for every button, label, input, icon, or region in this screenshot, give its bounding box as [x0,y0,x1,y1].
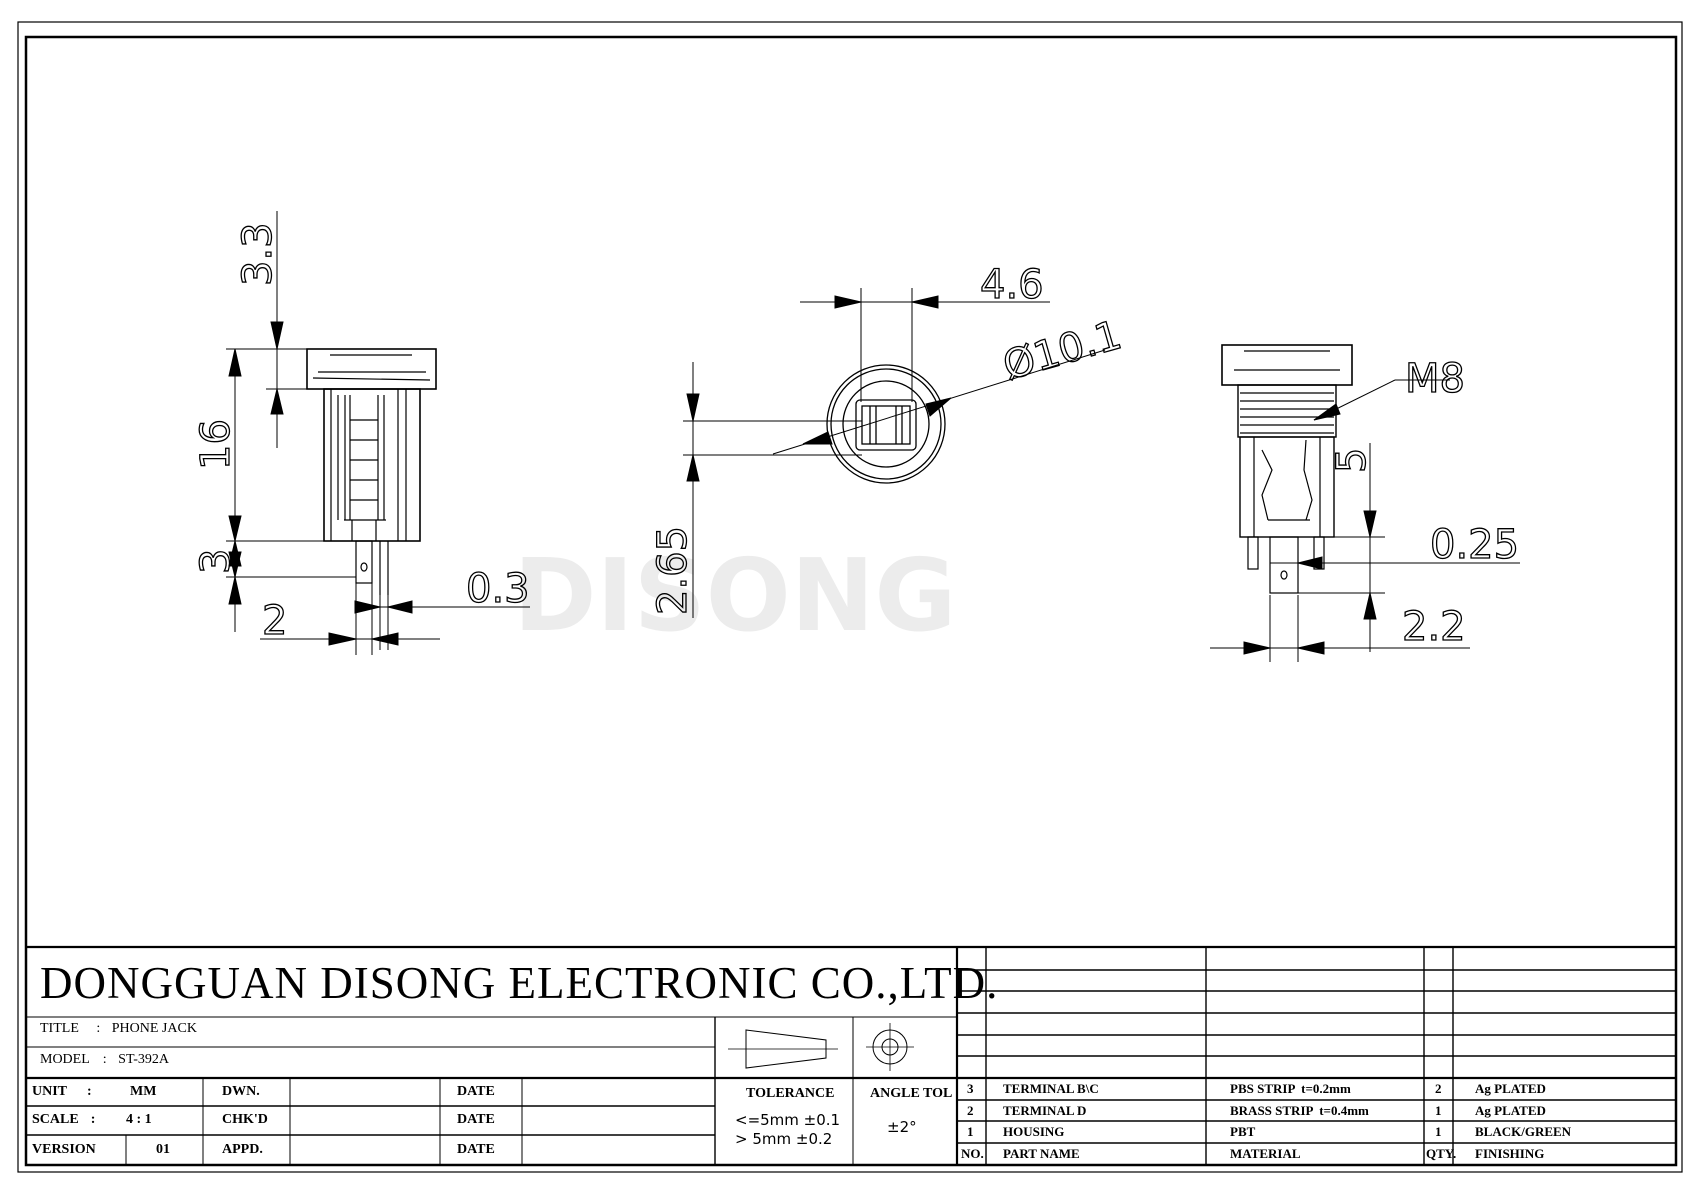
date-label-1: DATE [457,1084,495,1099]
bom-finishing: BLACK/GREEN [1475,1124,1572,1139]
bom-row: 2 TERMINAL D BRASS STRIP t=0.4mm 1 Ag PL… [957,1100,1676,1121]
date-label-2: DATE [457,1112,495,1127]
dim-3-3: 3.3 [235,222,281,286]
inner-border [24,35,1678,1167]
angle-tol-label: ANGLE TOL [870,1086,953,1101]
rear-view [1221,344,1353,594]
bom-header-no: NO. [961,1146,984,1161]
bom-row: 3 TERMINAL B\C PBS STRIP t=0.2mm 2 Ag PL… [957,1078,1676,1100]
dim-m8: M8 [1405,356,1465,402]
company-name: DONGGUAN DISONG ELECTRONIC CO.,LTD. [40,958,999,1008]
bom-no: 2 [967,1103,974,1118]
dim-16: 16 [193,419,239,470]
bom-finishing: Ag PLATED [1475,1081,1546,1096]
bom-header-part: PART NAME [1003,1146,1080,1161]
front-view-dimensions [683,288,1106,618]
unit-label: UNIT [32,1084,68,1099]
bom-no: 3 [967,1081,974,1096]
angle-tol-value: ±2° [887,1118,917,1136]
scale-label: SCALE [32,1112,79,1127]
front-view [826,364,946,484]
bom-table-grid [957,947,1676,1165]
side-view-dim-text: 3.3 16 3 2 0.3 [192,222,530,645]
bom-part: HOUSING [1003,1124,1065,1139]
bom-material: PBS STRIP t=0.2mm [1230,1081,1351,1096]
dim-0-25: 0.25 [1430,522,1519,568]
chkd-label: CHK'D [222,1112,268,1127]
side-view [306,348,437,595]
bom-no: 1 [967,1124,974,1139]
model-value: ST-392A [118,1052,169,1067]
version-value: 01 [156,1142,170,1157]
bom-header-material: MATERIAL [1230,1146,1301,1161]
watermark: DISONG [513,537,956,654]
bom-row: 1 HOUSING PBT 1 BLACK/GREEN [957,1121,1676,1143]
version-label: VERSION [32,1142,96,1157]
dim-2-2: 2.2 [1402,604,1466,650]
outer-border [17,21,1683,1173]
dim-4-6: 4.6 [980,262,1044,308]
date-label-3: DATE [457,1142,495,1157]
dim-3: 3 [193,549,239,574]
dwn-label: DWN. [222,1084,260,1099]
bom-qty: 2 [1435,1081,1442,1096]
tolerance-line1: <=5mm ±0.1 [735,1111,841,1129]
bom-header-row: NO. PART NAME MATERIAL QTY. FINISHING [957,1143,1676,1165]
bom-material: BRASS STRIP t=0.4mm [1230,1103,1369,1118]
dim-0-3: 0.3 [466,566,530,612]
bom-part: TERMINAL D [1003,1103,1087,1118]
bom-part: TERMINAL B\C [1003,1081,1099,1096]
bom-finishing: Ag PLATED [1475,1103,1546,1118]
bom-table: 3 TERMINAL B\C PBS STRIP t=0.2mm 2 Ag PL… [957,1078,1676,1165]
bom-qty: 1 [1435,1124,1442,1139]
dim-dia-10-1: Ø10.1 [998,312,1127,389]
side-view-dimensions [226,211,530,655]
title-block [26,945,1676,1165]
title-label: TITLE [40,1021,79,1036]
scale-value: 4 : 1 [126,1112,152,1127]
dim-2-65: 2.65 [650,526,696,615]
bom-header-finishing: FINISHING [1475,1146,1545,1161]
tolerance-label: TOLERANCE [746,1086,835,1101]
bom-header-qty: QTY. [1426,1146,1457,1161]
rear-view-dim-text: M8 5 0.25 2.2 [1328,355,1519,650]
rear-view-dimensions [1210,379,1520,662]
dim-5: 5 [1329,448,1375,473]
bom-material: PBT [1230,1124,1256,1139]
model-label: MODEL [40,1052,90,1067]
dim-2: 2 [262,598,287,644]
bom-qty: 1 [1435,1103,1442,1118]
title-value: PHONE JACK [111,1021,197,1036]
tolerance-line2: > 5mm ±0.2 [735,1130,833,1148]
unit-value: MM [130,1084,157,1099]
appd-label: APPD. [222,1142,263,1157]
